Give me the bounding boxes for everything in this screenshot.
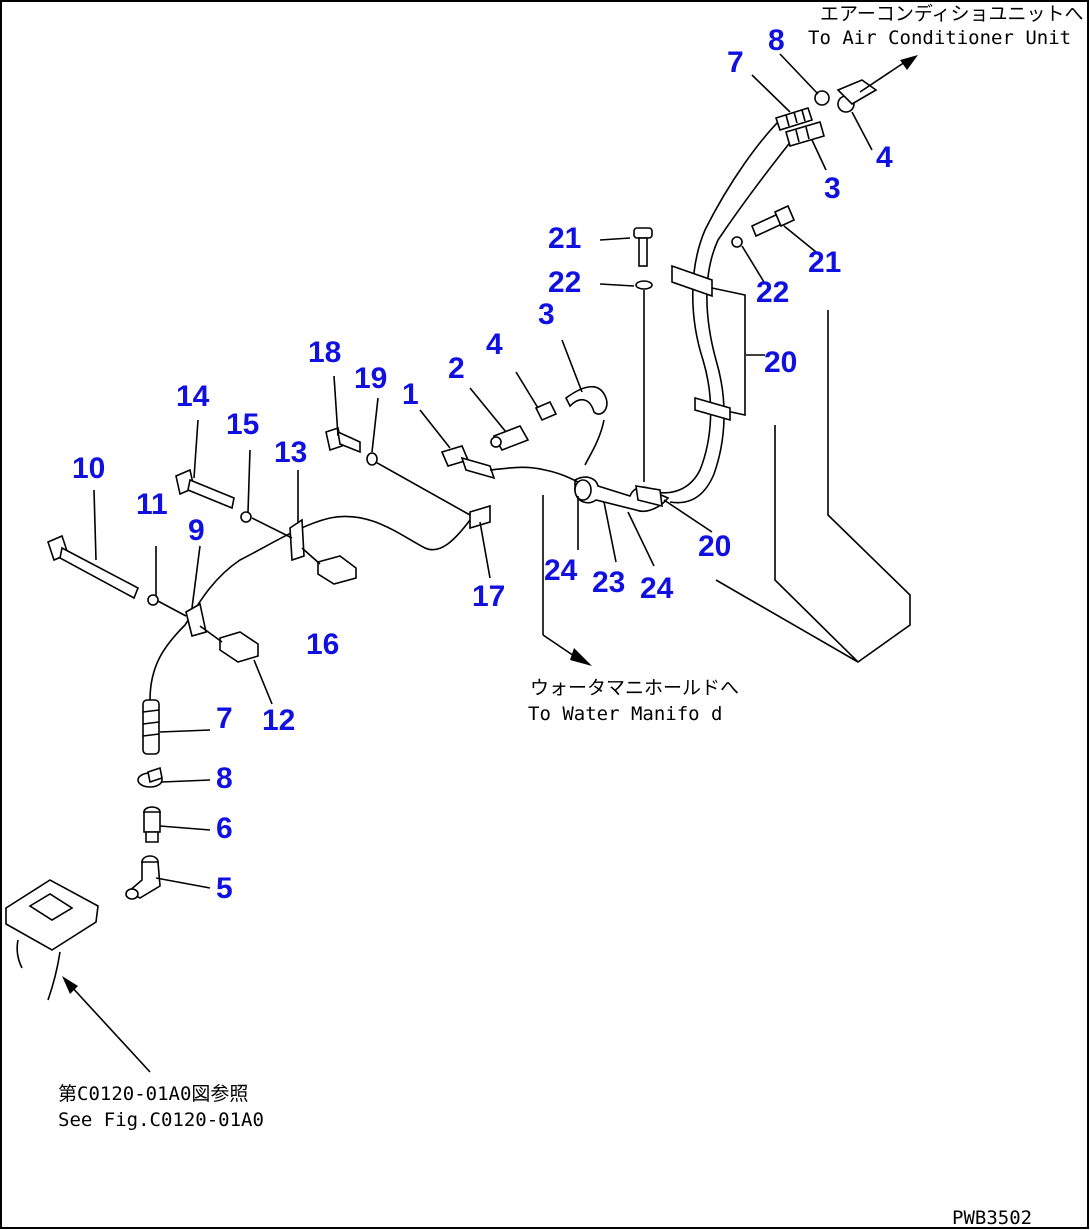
heater-hose-upper xyxy=(654,119,797,504)
label-water-manifold-en: To Water Manifo d xyxy=(528,703,722,725)
callout-3-center: 3 xyxy=(538,298,555,331)
label-air-conditioner-en: To Air Conditioner Unit xyxy=(808,27,1071,49)
valve-2 xyxy=(490,425,530,451)
cab-structure xyxy=(715,310,911,664)
callout-15: 15 xyxy=(226,408,259,441)
label-see-fig-jp: 第C0120-01A0図参照 xyxy=(58,1083,248,1105)
callout-8-lower: 8 xyxy=(216,762,233,795)
bolt-21-right xyxy=(731,204,796,248)
bolt-10 xyxy=(47,534,159,606)
label-see-fig-en: See Fig.C0120-01A0 xyxy=(58,1109,264,1131)
hose-end-7-lower xyxy=(142,699,160,755)
callout-4-top: 4 xyxy=(876,141,893,174)
bracket-17 xyxy=(371,459,491,530)
elbow-5 xyxy=(125,855,161,900)
callout-7-lower: 7 xyxy=(216,702,233,735)
clamp-lower xyxy=(694,396,731,422)
callout-11: 11 xyxy=(136,488,168,521)
arrow-to-air-conditioner xyxy=(859,55,918,93)
hose-3-center xyxy=(564,385,608,466)
label-water-manifold-jp: ウォータマニホールドへ xyxy=(530,677,739,699)
clamp-4-center xyxy=(534,400,558,422)
callout-21-right: 21 xyxy=(808,246,841,279)
callout-10: 10 xyxy=(72,452,105,485)
callout-1: 1 xyxy=(402,378,419,411)
callout-24-right: 24 xyxy=(640,572,674,605)
washer-19 xyxy=(366,452,378,466)
callout-21-center: 21 xyxy=(548,222,581,255)
callout-numbers: 8 7 4 3 21 21 22 22 3 4 2 1 20 18 19 14 … xyxy=(72,24,893,905)
callout-20-upper: 20 xyxy=(764,346,797,379)
pipe-23 xyxy=(574,476,670,513)
hose-end-top xyxy=(774,107,825,147)
callout-19: 19 xyxy=(354,362,387,395)
hose-16 xyxy=(149,515,471,701)
callout-6: 6 xyxy=(216,812,233,845)
bracket-13 xyxy=(251,517,357,585)
callout-2: 2 xyxy=(448,352,465,385)
callout-4-center: 4 xyxy=(486,328,503,361)
callout-7-top: 7 xyxy=(727,46,744,79)
clamp-8-lower xyxy=(137,766,163,788)
bracket-9 xyxy=(155,599,259,663)
callout-22-center: 22 xyxy=(548,266,581,299)
callout-13: 13 xyxy=(274,436,307,469)
bolt-18 xyxy=(325,426,361,454)
hose-to-water-manifold xyxy=(489,466,592,666)
bolt-14 xyxy=(175,468,252,523)
label-air-conditioner-jp: エアーコンディショユニットへ xyxy=(820,3,1084,25)
callout-8-top: 8 xyxy=(768,24,785,57)
callout-16: 16 xyxy=(306,628,339,661)
callout-14: 14 xyxy=(176,380,210,413)
flange-housing xyxy=(5,879,99,1001)
callout-20-lower: 20 xyxy=(698,530,731,563)
destination-labels: エアーコンディショユニットへ To Air Conditioner Unit ウ… xyxy=(58,3,1084,1229)
drawing-code: PWB3502 xyxy=(952,1207,1032,1229)
callout-9: 9 xyxy=(188,514,205,547)
callout-22-right: 22 xyxy=(756,276,789,309)
nipple-1 xyxy=(440,445,496,480)
callout-23: 23 xyxy=(592,566,625,599)
adapter-6 xyxy=(143,806,161,843)
bolt-21-center xyxy=(633,227,653,482)
callout-5: 5 xyxy=(216,872,233,905)
callout-17: 17 xyxy=(472,580,505,613)
callout-18: 18 xyxy=(308,336,341,369)
callout-12: 12 xyxy=(262,704,295,737)
clamp-top xyxy=(814,79,878,113)
leader-lines xyxy=(93,53,873,889)
arrow-see-fig xyxy=(62,976,151,1073)
callout-3-top: 3 xyxy=(824,172,841,205)
clamp-upper xyxy=(671,264,746,416)
callout-24-left: 24 xyxy=(544,554,578,587)
